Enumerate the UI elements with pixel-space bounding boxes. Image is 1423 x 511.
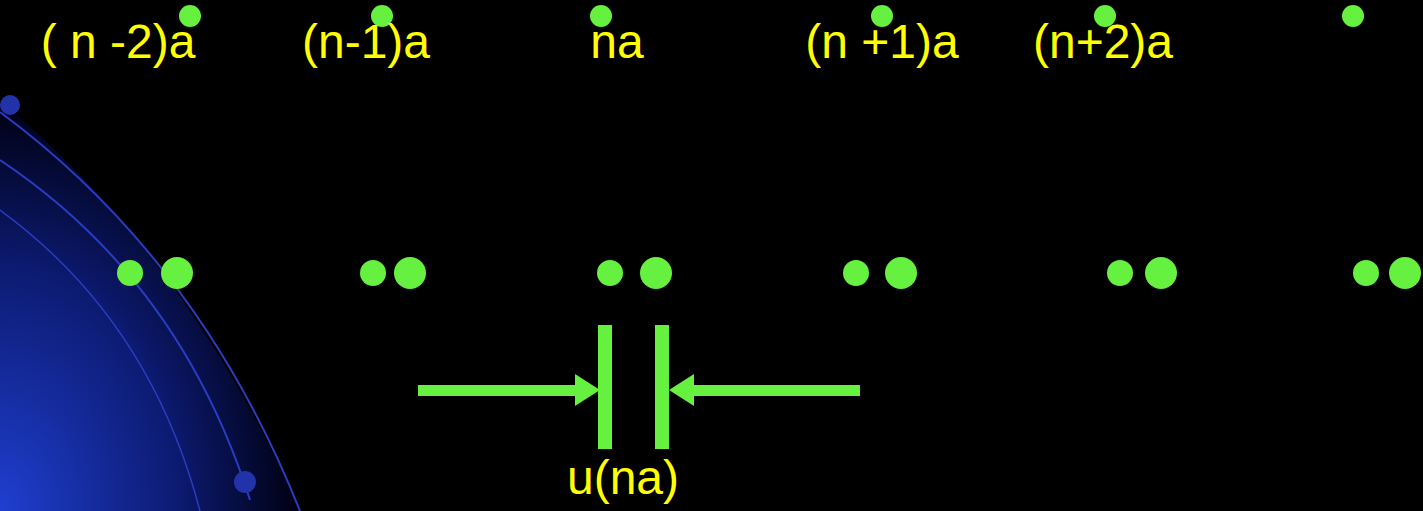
orbit-moon [234, 471, 256, 493]
planet-decoration [0, 100, 300, 511]
orbit-moon [0, 95, 20, 115]
site-position: (n +1)a [805, 18, 958, 66]
displaced-atom-pairs [117, 257, 1421, 289]
orbit-line [0, 160, 250, 500]
site-position: (n+2)a [1033, 18, 1173, 66]
site-position: (n-1)a [302, 18, 430, 66]
orbit-line [0, 112, 300, 511]
orbit-line [0, 210, 200, 511]
displacement-marker [418, 325, 860, 449]
site-position: na [590, 18, 643, 66]
site-position: ( n -2)a [41, 18, 196, 66]
displacement-label: u(na) [567, 454, 679, 502]
